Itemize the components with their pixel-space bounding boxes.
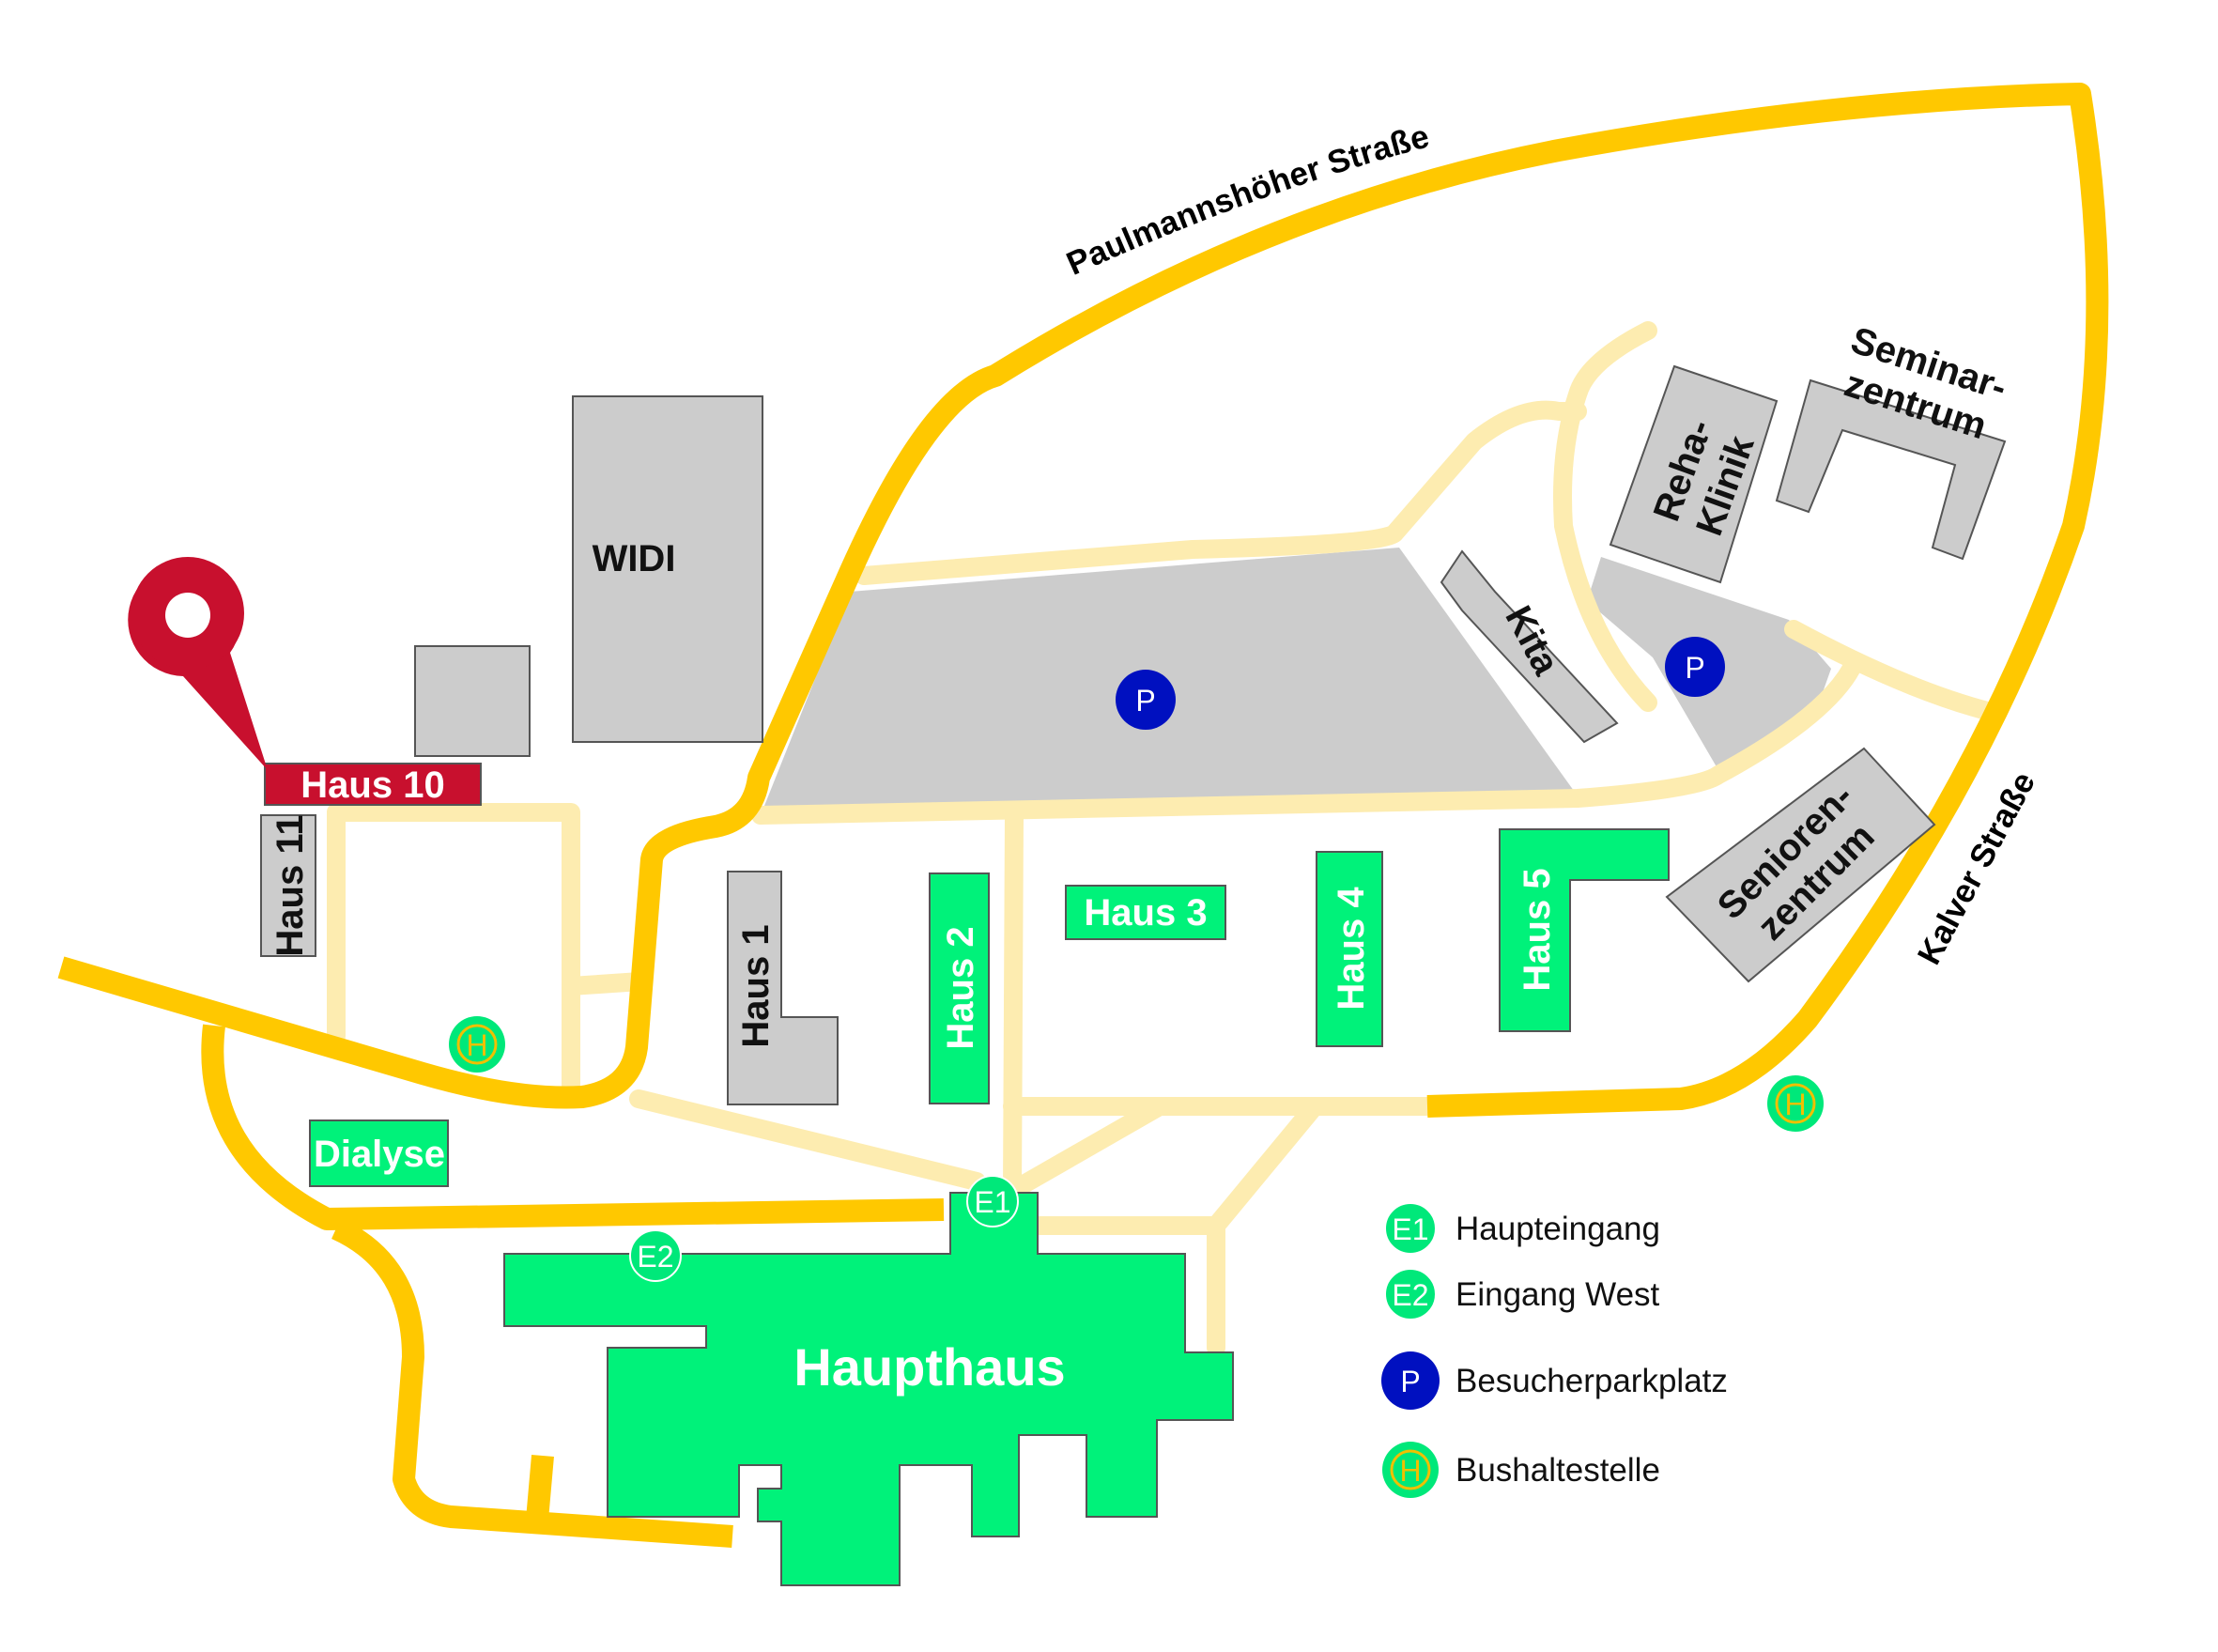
legend-item-haupteingang: E1 Haupteingang — [1384, 1202, 1660, 1255]
haupthaus-label: Haupthaus — [793, 1337, 1065, 1397]
legend-symbol-parking: P — [1400, 1365, 1420, 1398]
green-buildings — [309, 828, 1670, 1586]
entrance-e2-marker: E2 — [629, 1229, 682, 1282]
bus-stop-west-letter: H — [466, 1028, 487, 1062]
haus5-label: Haus 5 — [1517, 868, 1558, 991]
legend-label-eingang-west: Eingang West — [1456, 1276, 1660, 1313]
haus4-label: Haus 4 — [1331, 887, 1372, 1011]
main-roads — [57, 83, 2109, 1548]
dialyse-building — [309, 1119, 449, 1187]
footpaths — [327, 321, 2000, 1357]
haus11-label: Haus 11 — [270, 814, 311, 956]
legend-item-eingang-west: E2 Eingang West — [1384, 1268, 1660, 1320]
small-grey-building — [414, 645, 531, 757]
haus10-label: Haus 10 — [300, 764, 444, 806]
reha-klinik-building — [1609, 364, 1779, 584]
parking-marker-east: P — [1665, 637, 1725, 697]
entrance-e1-marker: E1 — [966, 1175, 1019, 1227]
haus3-label: Haus 3 — [1084, 892, 1207, 934]
seminarzentrum-building — [1775, 378, 2007, 561]
legend-item-bushaltestelle: H Bushaltestelle — [1382, 1442, 1660, 1498]
legend-label-bushaltestelle: Bushaltestelle — [1456, 1452, 1660, 1489]
haus5-building — [1499, 828, 1670, 1032]
grey-buildings — [260, 364, 2007, 1105]
haus1-label: Haus 1 — [735, 924, 777, 1047]
haus11-building — [260, 814, 316, 957]
legend-label-haupteingang: Haupteingang — [1456, 1211, 1660, 1247]
entrance-e1-text: E1 — [974, 1185, 1010, 1219]
haus3-building — [1065, 885, 1226, 940]
dialyse-label: Dialyse — [314, 1134, 445, 1175]
bus-stop-east: H — [1767, 1075, 1824, 1132]
parking-marker-east-letter: P — [1685, 651, 1704, 685]
legend-item-besucherparkplatz: P Besucherparkplatz — [1381, 1351, 1728, 1410]
bus-stop-east-letter: H — [1784, 1088, 1806, 1121]
haus10-building — [264, 763, 482, 806]
bus-stop-west: H — [449, 1016, 505, 1073]
haus2-building — [929, 872, 990, 1104]
kita-building — [1440, 549, 1619, 744]
legend-symbol-bus: H — [1399, 1454, 1421, 1488]
entrance-e2-text: E2 — [637, 1240, 673, 1274]
widi-building — [572, 395, 763, 743]
location-pin-icon — [128, 557, 268, 770]
legend-symbol-e2: E2 — [1392, 1278, 1428, 1312]
parking-marker-main: P — [1116, 670, 1176, 730]
parking-marker-main-letter: P — [1135, 684, 1155, 718]
kalver-street-label: Kalver Straße — [1911, 766, 2042, 971]
haupthaus-building — [503, 1192, 1234, 1586]
haus1-building — [727, 871, 839, 1105]
haus2-label: Haus 2 — [940, 926, 981, 1049]
legend-label-besucherparkplatz: Besucherparkplatz — [1456, 1363, 1728, 1399]
widi-label: WIDI — [593, 538, 676, 579]
haus4-building — [1316, 851, 1383, 1047]
legend: E1 Haupteingang E2 Eingang West P Besuch… — [1381, 1202, 1728, 1498]
legend-symbol-e1: E1 — [1392, 1212, 1428, 1246]
seniorenzentrum-building — [1665, 747, 1936, 983]
